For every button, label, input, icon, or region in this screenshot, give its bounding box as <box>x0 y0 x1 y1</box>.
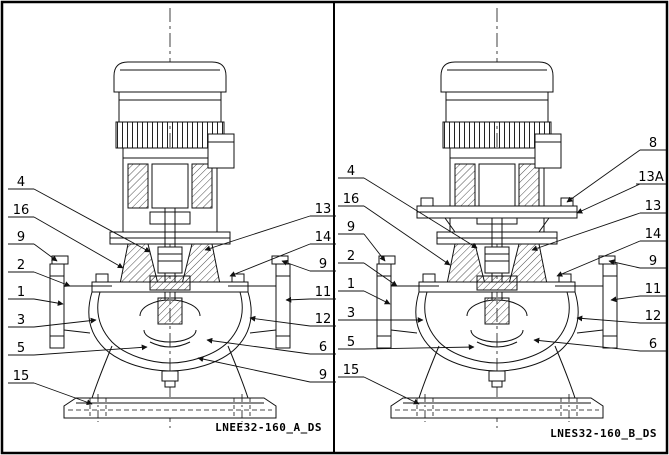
callout-label: 5 <box>17 341 25 356</box>
callout-label: 13A <box>638 170 664 185</box>
callout-label: 4 <box>347 164 355 179</box>
callout-label: 12 <box>315 312 332 327</box>
callout-9-suction-bolt: 9 <box>8 230 58 262</box>
callout-label: 15 <box>343 363 360 378</box>
callout-3: 3 <box>338 306 424 323</box>
callout-label: 15 <box>13 369 30 384</box>
callout-1: 1 <box>338 277 391 305</box>
callout-8: 8 <box>566 136 666 203</box>
callout-label: 5 <box>347 335 355 350</box>
model-label: LNEE32-160_A_DS <box>215 421 322 434</box>
callout-15: 15 <box>8 369 93 405</box>
panel-lnee32-160-a-ds: 4 16 9 2 1 3 5 <box>8 7 336 434</box>
callout-16: 16 <box>338 192 451 266</box>
callout-label: 1 <box>347 277 355 292</box>
callout-label: 14 <box>315 230 332 245</box>
callout-label: 6 <box>649 337 657 352</box>
panel-lnes32-160-b-ds: 4 16 9 2 1 3 5 <box>338 7 666 440</box>
callout-2: 2 <box>338 249 398 287</box>
callout-13: 13 <box>531 199 666 252</box>
callout-label: 2 <box>17 258 25 273</box>
callout-13a: 13A <box>576 170 666 214</box>
callout-label: 3 <box>17 313 25 328</box>
callout-12: 12 <box>576 309 666 324</box>
callout-12: 12 <box>249 312 336 327</box>
callout-9-drain: 9 <box>197 356 336 383</box>
plate-bolt-left <box>420 197 434 207</box>
callout-6: 6 <box>206 337 336 355</box>
callout-1: 1 <box>8 285 64 306</box>
callout-6: 6 <box>533 337 666 352</box>
callout-label: 2 <box>347 249 355 264</box>
pump-drawing-lnee <box>49 7 291 429</box>
model-label: LNES32-160_B_DS <box>550 427 657 440</box>
callout-label: 9 <box>319 368 327 383</box>
callout-11: 11 <box>285 285 336 303</box>
callout-label: 12 <box>645 309 662 324</box>
callout-label: 16 <box>13 203 30 218</box>
callout-label: 9 <box>649 254 657 269</box>
callout-16: 16 <box>8 203 124 269</box>
callout-label: 11 <box>315 285 332 300</box>
callout-label: 1 <box>17 285 25 300</box>
callout-13: 13 <box>204 202 336 252</box>
callout-label: 14 <box>645 227 662 242</box>
callout-label: 3 <box>347 306 355 321</box>
callout-label: 8 <box>649 136 657 151</box>
callout-label: 13 <box>315 202 332 217</box>
callout-label: 6 <box>319 340 327 355</box>
callout-9-suction-bolt: 9 <box>338 220 386 262</box>
callout-label: 11 <box>645 282 662 297</box>
callout-14: 14 <box>556 227 666 277</box>
callout-label: 4 <box>17 175 25 190</box>
callout-label: 9 <box>319 257 327 272</box>
callout-3: 3 <box>8 313 97 328</box>
callout-9-discharge-bolt: 9 <box>608 254 666 269</box>
callout-9-discharge-bolt: 9 <box>281 257 336 272</box>
callout-label: 16 <box>343 192 360 207</box>
callout-5: 5 <box>338 335 475 351</box>
callout-2: 2 <box>8 258 71 287</box>
callout-4: 4 <box>338 164 478 249</box>
callout-5: 5 <box>8 341 148 356</box>
callout-label: 13 <box>645 199 662 214</box>
callout-4: 4 <box>8 175 151 253</box>
callout-15: 15 <box>338 363 420 405</box>
callout-label: 9 <box>17 230 25 245</box>
callout-11: 11 <box>610 282 666 303</box>
callout-14: 14 <box>229 230 336 277</box>
callout-label: 9 <box>347 220 355 235</box>
